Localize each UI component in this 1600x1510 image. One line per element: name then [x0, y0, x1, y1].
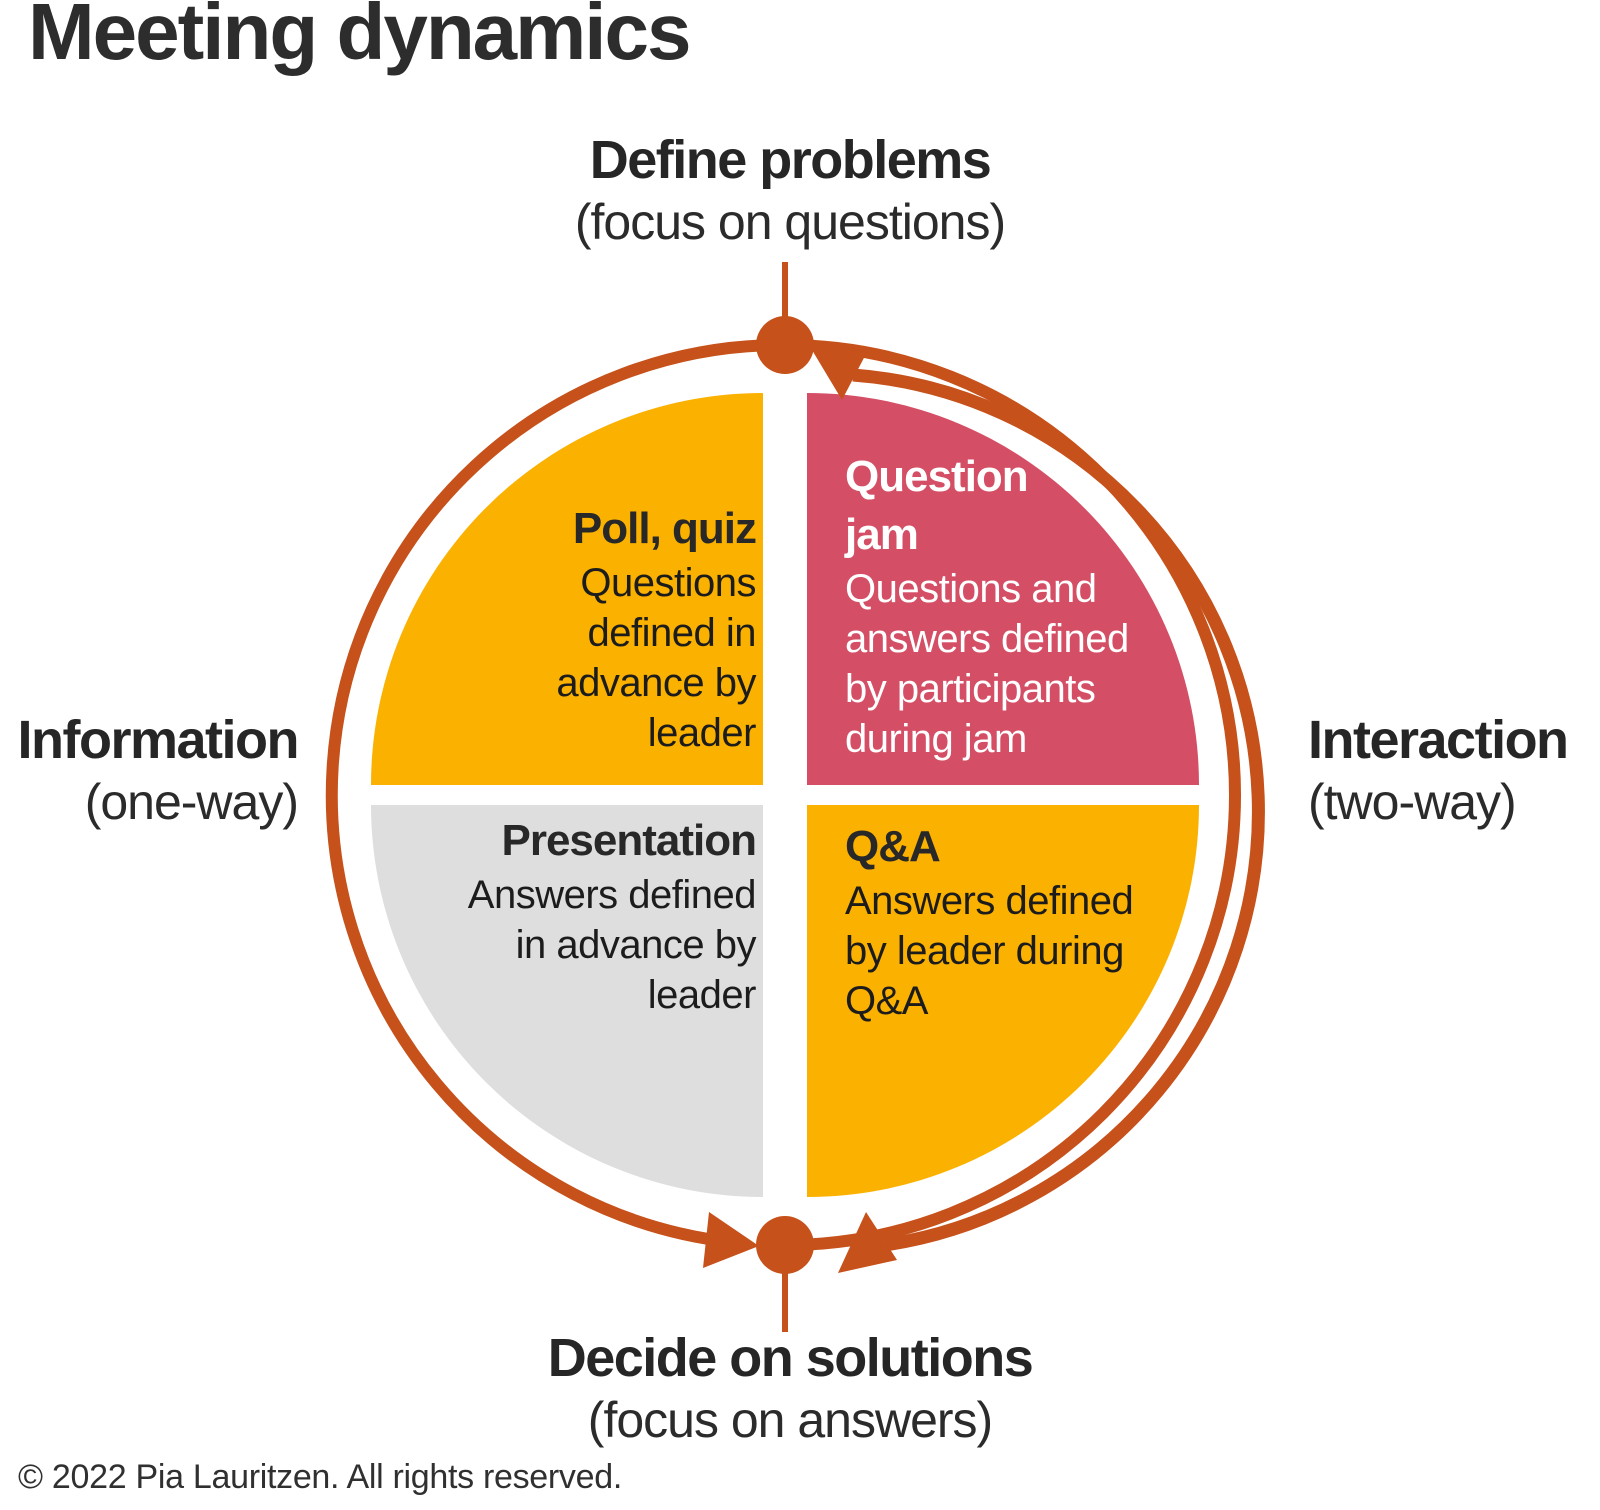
side-label-left-subtitle: (one-way) — [84, 774, 299, 831]
side-label-right-subtitle: (two-way) — [1308, 774, 1517, 831]
quadrant-poll-quiz-text: Poll, quiz Questions defined in advance … — [400, 500, 757, 758]
quadrant-top-right-shape — [807, 393, 1199, 785]
two-way-arrow-arc — [852, 368, 1265, 1252]
side-label-left-title: Information — [17, 710, 300, 770]
pole-label-top-subtitle: (focus on questions) — [574, 194, 1006, 251]
one-way-arrowhead-icon — [703, 1212, 759, 1268]
page-title: Meeting dynamics — [28, 0, 692, 76]
quadrant-presentation-body: Answers defined in advance by leader — [467, 873, 757, 1018]
pole-label-decide-on-solutions: Decide on solutions (focus on answers) — [390, 1328, 1190, 1448]
bottom-node-dot — [756, 1216, 814, 1274]
quadrant-top-left-shape — [371, 393, 763, 785]
pole-label-top-title: Define problems — [589, 130, 992, 190]
quadrant-qa-body: Answers defined by leader during Q&A — [845, 879, 1134, 1024]
ring-right-arc — [784, 339, 1241, 1251]
quadrant-bottom-right-shape — [807, 805, 1199, 1197]
quadrant-question-jam-text: Question jam Questions and answers defin… — [845, 448, 1145, 764]
pole-label-bottom-subtitle: (focus on answers) — [587, 1392, 993, 1449]
side-label-information: Information (one-way) — [0, 710, 300, 831]
quadrant-question-jam-body: Questions and answers defined by partici… — [845, 567, 1129, 762]
two-way-arrowhead-bottom-icon — [838, 1212, 897, 1273]
quadrant-poll-quiz-body: Questions defined in advance by leader — [556, 561, 756, 756]
two-way-arrowhead-top-icon — [809, 345, 867, 400]
quadrant-presentation-text: Presentation Answers defined in advance … — [400, 812, 757, 1020]
side-label-right-title: Interaction — [1308, 710, 1569, 770]
pole-label-bottom-title: Decide on solutions — [547, 1328, 1034, 1388]
quadrant-qa-text: Q&A Answers defined by leader during Q&A — [845, 818, 1155, 1026]
quadrant-qa-heading: Q&A — [845, 822, 941, 871]
quadrant-poll-quiz-heading: Poll, quiz — [572, 504, 757, 553]
quadrant-question-jam-heading: Question jam — [845, 452, 1029, 560]
one-way-arrow-arc — [325, 338, 786, 1248]
quadrant-bottom-left-shape — [371, 805, 763, 1197]
copyright-notice: © 2022 Pia Lauritzen. All rights reserve… — [18, 1458, 622, 1496]
top-node-dot — [756, 316, 814, 374]
pole-label-define-problems: Define problems (focus on questions) — [390, 130, 1190, 250]
side-label-interaction: Interaction (two-way) — [1308, 710, 1600, 830]
quadrant-presentation-heading: Presentation — [501, 816, 757, 865]
